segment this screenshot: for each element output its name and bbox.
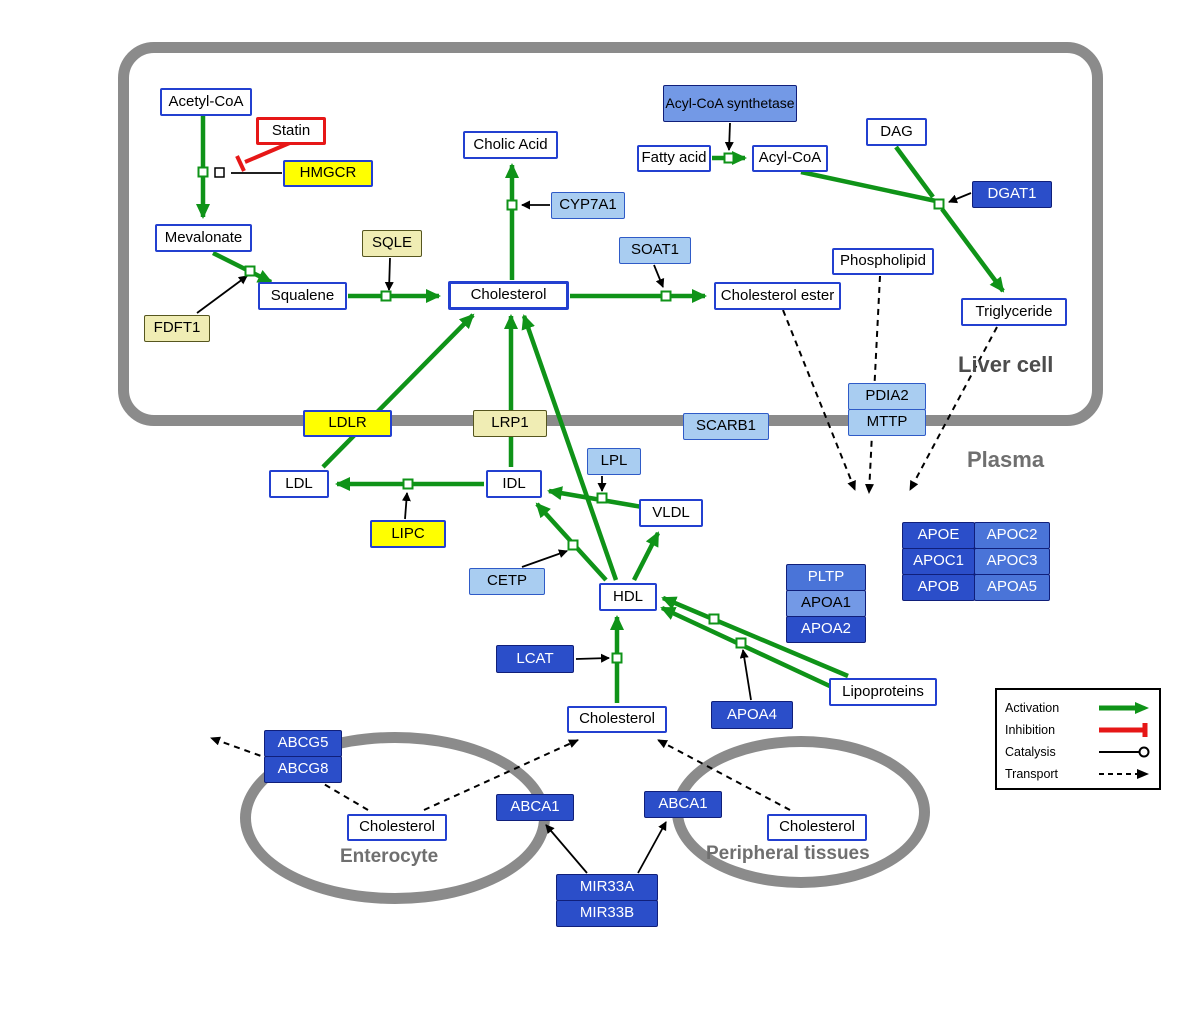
node-abca1-left[interactable]: ABCA1: [496, 794, 574, 821]
node-mir33a[interactable]: MIR33A: [556, 874, 658, 901]
inhibition-edge: [235, 140, 293, 172]
node-apoa4[interactable]: APOA4: [711, 701, 793, 729]
node-mevalonate[interactable]: Mevalonate: [155, 224, 252, 252]
node-cholic-acid[interactable]: Cholic Acid: [463, 131, 558, 159]
node-soat1[interactable]: SOAT1: [619, 237, 691, 264]
catalysis-square: [214, 167, 225, 178]
node-pltp[interactable]: PLTP: [786, 564, 866, 591]
node-idl[interactable]: IDL: [486, 470, 542, 498]
node-vldl[interactable]: VLDL: [639, 499, 703, 527]
node-apoa1[interactable]: APOA1: [786, 590, 866, 617]
node-ldl[interactable]: LDL: [269, 470, 329, 498]
node-sqle[interactable]: SQLE: [362, 230, 422, 257]
node-lipoproteins[interactable]: Lipoproteins: [829, 678, 937, 706]
inhibition-tee-icon: [1099, 723, 1148, 737]
legend-activation: Activation: [1005, 697, 1151, 719]
activation-arrow-icon: [1099, 702, 1149, 714]
node-cetp[interactable]: CETP: [469, 568, 545, 595]
legend-inhibition-label: Inhibition: [1005, 723, 1056, 737]
node-cyp7a1[interactable]: CYP7A1: [551, 192, 625, 219]
node-cholesterol-plasma[interactable]: Cholesterol: [567, 706, 667, 733]
node-fdft1[interactable]: FDFT1: [144, 315, 210, 342]
enterocyte-label: Enterocyte: [340, 846, 439, 867]
node-cholesterol-liver[interactable]: Cholesterol: [448, 281, 569, 310]
node-mttp[interactable]: MTTP: [848, 409, 926, 436]
legend: Activation Inhibition Catalysis Transpor…: [995, 688, 1161, 790]
peripheral-tissues-label: Peripheral tissues: [706, 843, 870, 864]
node-abca1-right[interactable]: ABCA1: [644, 791, 722, 818]
transport-arrow-icon: [1099, 769, 1149, 779]
node-lpl[interactable]: LPL: [587, 448, 641, 475]
node-squalene[interactable]: Squalene: [258, 282, 347, 310]
node-apoc2[interactable]: APOC2: [974, 522, 1050, 549]
node-ldlr[interactable]: LDLR: [303, 410, 392, 437]
node-hmgcr[interactable]: HMGCR: [283, 160, 373, 187]
node-abcg8[interactable]: ABCG8: [264, 756, 342, 783]
reaction-nodes: [197, 152, 945, 664]
node-lrp1[interactable]: LRP1: [473, 410, 547, 437]
node-apoe[interactable]: APOE: [902, 522, 975, 549]
node-apoc3[interactable]: APOC3: [974, 548, 1050, 575]
node-apoa5[interactable]: APOA5: [974, 574, 1050, 601]
node-lcat[interactable]: LCAT: [496, 645, 574, 673]
node-cholesterol-peripheral[interactable]: Cholesterol: [767, 814, 867, 841]
node-abcg5[interactable]: ABCG5: [264, 730, 342, 757]
node-fatty-acid[interactable]: Fatty acid: [637, 145, 711, 172]
liver-cell-membrane: [118, 42, 1103, 426]
node-pdia2[interactable]: PDIA2: [848, 383, 926, 410]
legend-catalysis-label: Catalysis: [1005, 745, 1056, 759]
catalysis-edges: [196, 122, 972, 874]
node-triglyceride[interactable]: Triglyceride: [961, 298, 1067, 326]
node-acyl-coa-synthetase[interactable]: Acyl-CoA synthetase: [663, 85, 797, 122]
node-acetyl-coa[interactable]: Acetyl-CoA: [160, 88, 252, 116]
node-dgat1[interactable]: DGAT1: [972, 181, 1052, 208]
node-hdl[interactable]: HDL: [599, 583, 657, 611]
plasma-label: Plasma: [967, 447, 1045, 472]
legend-catalysis: Catalysis: [1005, 741, 1151, 763]
legend-transport: Transport: [1005, 763, 1151, 785]
node-apoc1[interactable]: APOC1: [902, 548, 975, 575]
node-dag[interactable]: DAG: [866, 118, 927, 146]
node-phospholipid[interactable]: Phospholipid: [832, 248, 934, 275]
node-mir33b[interactable]: MIR33B: [556, 900, 658, 927]
liver-cell-label: Liver cell: [958, 352, 1054, 377]
catalysis-circle-icon: [1099, 746, 1150, 758]
node-lipc[interactable]: LIPC: [370, 520, 446, 548]
node-statin[interactable]: Statin: [256, 117, 326, 145]
legend-activation-label: Activation: [1005, 701, 1060, 715]
node-cholesterol-enterocyte[interactable]: Cholesterol: [347, 814, 447, 841]
node-cholesterol-ester[interactable]: Cholesterol ester: [714, 282, 841, 310]
legend-transport-label: Transport: [1005, 767, 1059, 781]
legend-inhibition: Inhibition: [1005, 719, 1151, 741]
node-acyl-coa[interactable]: Acyl-CoA: [752, 145, 828, 172]
node-apob[interactable]: APOB: [902, 574, 975, 601]
node-apoa2[interactable]: APOA2: [786, 616, 866, 643]
node-scarb1[interactable]: SCARB1: [683, 413, 769, 440]
